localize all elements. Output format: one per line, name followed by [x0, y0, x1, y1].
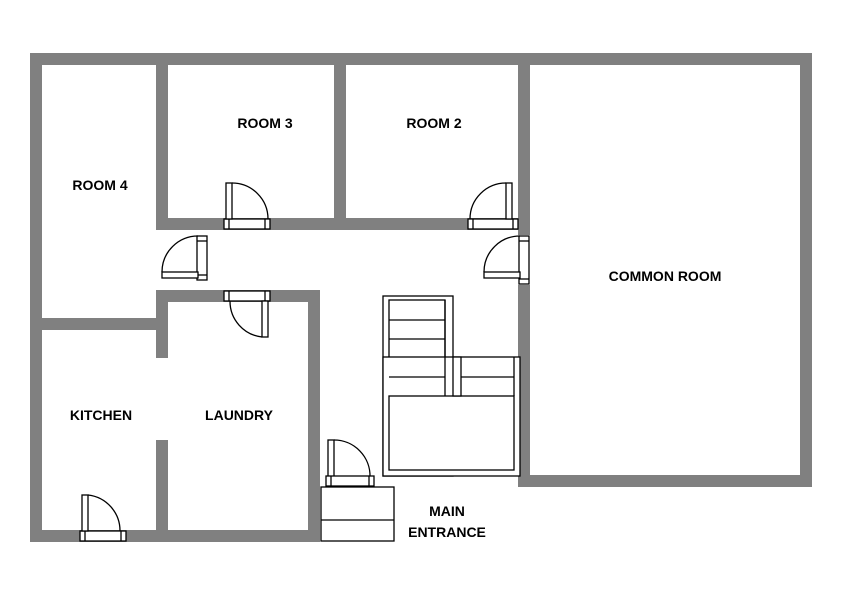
door-room4: [161, 235, 208, 281]
room-labels: ROOM 3 ROOM 2 ROOM 4 COMMON ROOM KITCHEN…: [70, 115, 722, 540]
door-main-entrance: [325, 439, 375, 487]
wall-room2-common: [518, 53, 530, 235]
label-room4: ROOM 4: [72, 177, 127, 193]
wall-kitchen-laundry: [156, 440, 168, 542]
wall-common-bottom: [518, 475, 812, 487]
label-room2: ROOM 2: [406, 115, 461, 131]
label-common-room: COMMON ROOM: [609, 268, 722, 284]
door-room2: [467, 182, 519, 230]
walls: [30, 53, 812, 542]
wall-laundry-right: [308, 290, 320, 542]
label-main-entrance-2: ENTRANCE: [408, 524, 486, 540]
wall-outer-right: [800, 53, 812, 487]
wall-outer-top: [30, 53, 812, 65]
door-kitchen: [79, 494, 127, 542]
label-laundry: LAUNDRY: [205, 407, 274, 423]
wall-room4-kitchen: [30, 318, 168, 330]
staircase: [382, 295, 521, 477]
wall-outer-left: [30, 53, 42, 542]
wall-room3-room2: [334, 53, 346, 230]
label-room3: ROOM 3: [237, 115, 292, 131]
wall-outer-bottom-left: [30, 530, 320, 542]
door-common-room: [483, 235, 530, 285]
label-main-entrance-1: MAIN: [429, 503, 465, 519]
wall-hall-common-lower: [518, 285, 530, 487]
door-room3: [223, 182, 271, 230]
wall-room4-room3: [156, 53, 168, 230]
door-laundry: [223, 290, 271, 338]
doors: [79, 182, 530, 542]
entrance-step: [320, 486, 395, 542]
label-kitchen: KITCHEN: [70, 407, 132, 423]
